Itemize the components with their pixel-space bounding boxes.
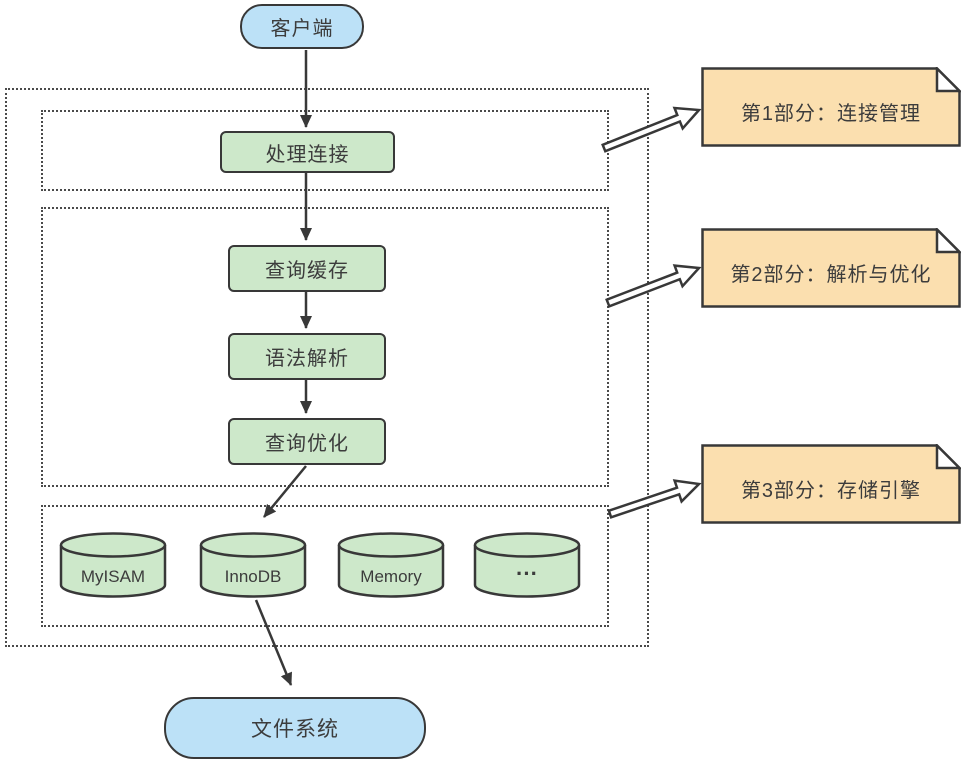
server-outer-group-box (5, 88, 649, 647)
process-connection-label: 处理连接 (265, 143, 350, 166)
client-node: 客户端 (240, 4, 364, 49)
optimizer-node: 查询优化 (228, 418, 386, 465)
note-part3-storage-engine: 第3部分：存储引擎 (701, 444, 961, 524)
engine-memory-label: Memory (360, 567, 422, 586)
parser-node: 语法解析 (228, 333, 386, 380)
optimizer-label: 查询优化 (265, 433, 349, 455)
engine-others-label: ··· (516, 561, 538, 586)
note-shape (701, 228, 961, 308)
engine-myisam-label: MyISAM (80, 567, 146, 586)
parse-optimize-group-box (41, 207, 609, 487)
note-part3-label: 第3部分：存储引擎 (740, 479, 922, 502)
filesystem-label: 文件系统 (251, 718, 339, 741)
query-cache-label: 查询缓存 (265, 260, 349, 282)
query-cache-node: 查询缓存 (228, 245, 386, 292)
engine-myisam-cylinder: MyISAM (58, 531, 168, 599)
note-part2-label: 第2部分：解析与优化 (730, 263, 932, 286)
engine-innodb-label: InnoDB (224, 567, 282, 586)
engine-innodb-cylinder: InnoDB (198, 531, 308, 599)
note-shape (701, 444, 961, 524)
client-label: 客户端 (270, 18, 334, 40)
filesystem-node: 文件系统 (164, 697, 426, 759)
cylinder-shape (337, 532, 445, 598)
engine-others-cylinder: ··· (472, 531, 582, 599)
cylinder-shape (59, 532, 167, 598)
parser-label: 语法解析 (265, 348, 349, 370)
engine-memory-cylinder: Memory (336, 531, 446, 599)
storage-engine-group-box (41, 505, 609, 627)
cylinder-shape (199, 532, 307, 598)
note-part2-parse-optimize: 第2部分：解析与优化 (701, 228, 961, 308)
note-part1-label: 第1部分：连接管理 (740, 102, 922, 125)
process-connection-node: 处理连接 (220, 131, 395, 173)
note-shape (701, 67, 961, 147)
note-part1-connection-management: 第1部分：连接管理 (701, 67, 961, 147)
cylinder-shape (473, 532, 581, 598)
